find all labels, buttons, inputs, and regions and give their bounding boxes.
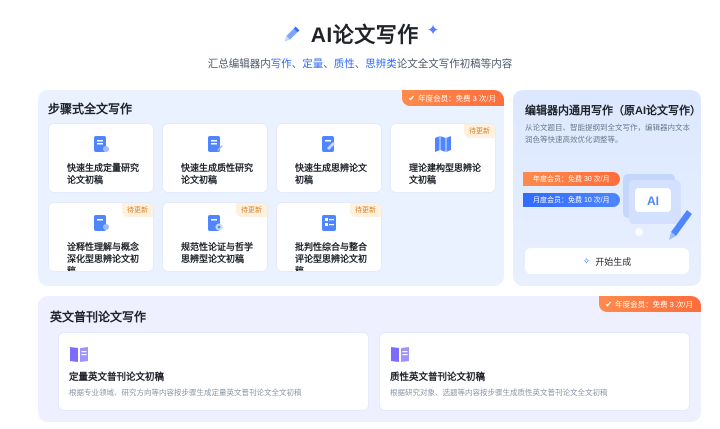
- subtitle-text: 汇总编辑器内: [207, 58, 271, 70]
- vip-badge: ✔ 年度会员：免费 3 次/月: [402, 90, 504, 106]
- subtitle-text: 论文全文写作初稿等内容: [396, 58, 513, 70]
- card-label: 快速生成质性研究论文初稿: [181, 163, 254, 185]
- ai-illus-text: AI: [647, 194, 659, 208]
- subtitle-sep: 、: [354, 58, 366, 70]
- document-icon: [208, 136, 223, 152]
- subtitle-link-spec[interactable]: 思辨类: [365, 58, 397, 70]
- card-label: 理论建构型思辨论文初稿: [409, 163, 482, 185]
- subtitle-sep: 、: [291, 58, 303, 70]
- card-normative-paper[interactable]: 待更新 规范性论证与哲学思辨型论文初稿: [162, 202, 268, 272]
- english-panel: 英文普刊论文写作 ✔ 年度会员：免费 3 次/月 定量英文普刊论文初稿 根据专业…: [38, 296, 701, 422]
- card-quant-paper[interactable]: 快速生成定量研究论文初稿: [48, 123, 154, 193]
- book-icon: [70, 347, 88, 362]
- card-label: 诠释性理解与概念深化型思辨论文初稿: [67, 242, 140, 272]
- editor-panel-title: 编辑器内通用写作（原AI论文写作）: [525, 105, 701, 117]
- card-description: 根据研究对象、选题等内容按步骤生成质性英文普刊论文全文初稿: [390, 388, 608, 397]
- vip-badge-text: 年度会员：免费 3 次/月: [615, 299, 693, 309]
- card-spec-paper[interactable]: 快速生成思辨论文初稿: [276, 123, 382, 193]
- editor-panel: 编辑器内通用写作（原AI论文写作） 从论文题目、智能提纲到全文写作，编辑器内文本…: [513, 90, 701, 286]
- steps-panel-title: 步骤式全文写作: [48, 102, 133, 116]
- card-quant-english[interactable]: 定量英文普刊论文初稿 根据专业领域、研究方向等内容按步骤生成定量英文普刊论文全文…: [58, 332, 369, 411]
- pending-badge: 待更新: [236, 203, 267, 217]
- subtitle-sep: 、: [323, 58, 334, 70]
- card-qual-paper[interactable]: 快速生成质性研究论文初稿: [162, 123, 268, 193]
- steps-panel: 步骤式全文写作 ✔ 年度会员：免费 3 次/月 快速生成定量研究论文初稿 快速生…: [38, 90, 504, 286]
- annual-member-tag: 年度会员：免费 30 次/月: [523, 172, 620, 186]
- card-qual-english[interactable]: 质性英文普刊论文初稿 根据研究对象、选题等内容按步骤生成质性英文普刊论文全文初稿: [379, 332, 690, 411]
- title-row: AI论文写作 ✦: [0, 18, 720, 50]
- card-interpretive-paper[interactable]: 待更新 诠释性理解与概念深化型思辨论文初稿: [48, 202, 154, 272]
- subtitle-link-qual[interactable]: 质性: [333, 58, 355, 70]
- card-theory-paper[interactable]: 待更新 理论建构型思辨论文初稿: [390, 123, 496, 193]
- document-icon: [94, 136, 109, 152]
- card-label: 规范性论证与哲学思辨型论文初稿: [181, 242, 254, 264]
- pen-icon: [284, 26, 300, 42]
- sparkle-icon: ✧: [582, 255, 591, 266]
- card-label: 快速生成思辨论文初稿: [295, 163, 368, 185]
- pending-badge: 待更新: [350, 203, 381, 217]
- document-icon: [94, 215, 109, 231]
- check-icon: ✔: [605, 299, 613, 309]
- editor-panel-description: 从论文题目、智能提纲到全文写作，编辑器内文本润色等快速高效优化调整等。: [525, 123, 690, 144]
- page-header: AI论文写作 ✦ 汇总编辑器内写作、定量、质性、思辨类论文全文写作初稿等内容: [0, 18, 720, 71]
- card-title: 质性英文普刊论文初稿: [390, 372, 486, 383]
- card-label: 批判性综合与整合评论型思辨论文初稿: [295, 242, 368, 272]
- pending-badge: 待更新: [122, 203, 153, 217]
- vip-badge: ✔ 年度会员：免费 3 次/月: [599, 296, 701, 312]
- vip-badge-text: 年度会员：免费 3 次/月: [418, 93, 496, 103]
- card-critical-paper[interactable]: 待更新 批判性综合与整合评论型思辨论文初稿: [276, 202, 382, 272]
- card-label: 快速生成定量研究论文初稿: [67, 163, 140, 185]
- book-icon: [391, 347, 409, 362]
- ai-document-illustration: AI: [623, 174, 692, 240]
- sparkle-icon: ✦: [426, 22, 440, 39]
- document-settings-icon: [208, 215, 223, 231]
- english-panel-title: 英文普刊论文写作: [50, 310, 147, 324]
- page-subtitle: 汇总编辑器内写作、定量、质性、思辨类论文全文写作初稿等内容: [0, 56, 720, 71]
- monthly-member-tag: 月度会员：免费 10 次/月: [523, 193, 620, 207]
- document-list-icon: [322, 215, 336, 231]
- subtitle-link-quant[interactable]: 定量: [302, 58, 324, 70]
- card-title: 定量英文普刊论文初稿: [69, 372, 165, 383]
- page-title: AI论文写作: [310, 24, 419, 47]
- card-description: 根据专业领域、研究方向等内容按步骤生成定量英文普刊论文全文初稿: [69, 388, 302, 397]
- map-icon: [435, 136, 451, 152]
- document-edit-icon: [322, 136, 335, 152]
- pending-badge: 待更新: [464, 124, 495, 138]
- check-icon: ✔: [408, 93, 416, 103]
- start-button-label: 开始生成: [595, 256, 632, 267]
- start-generate-button[interactable]: ✧ 开始生成: [525, 248, 689, 274]
- subtitle-link-writing[interactable]: 写作: [270, 58, 292, 70]
